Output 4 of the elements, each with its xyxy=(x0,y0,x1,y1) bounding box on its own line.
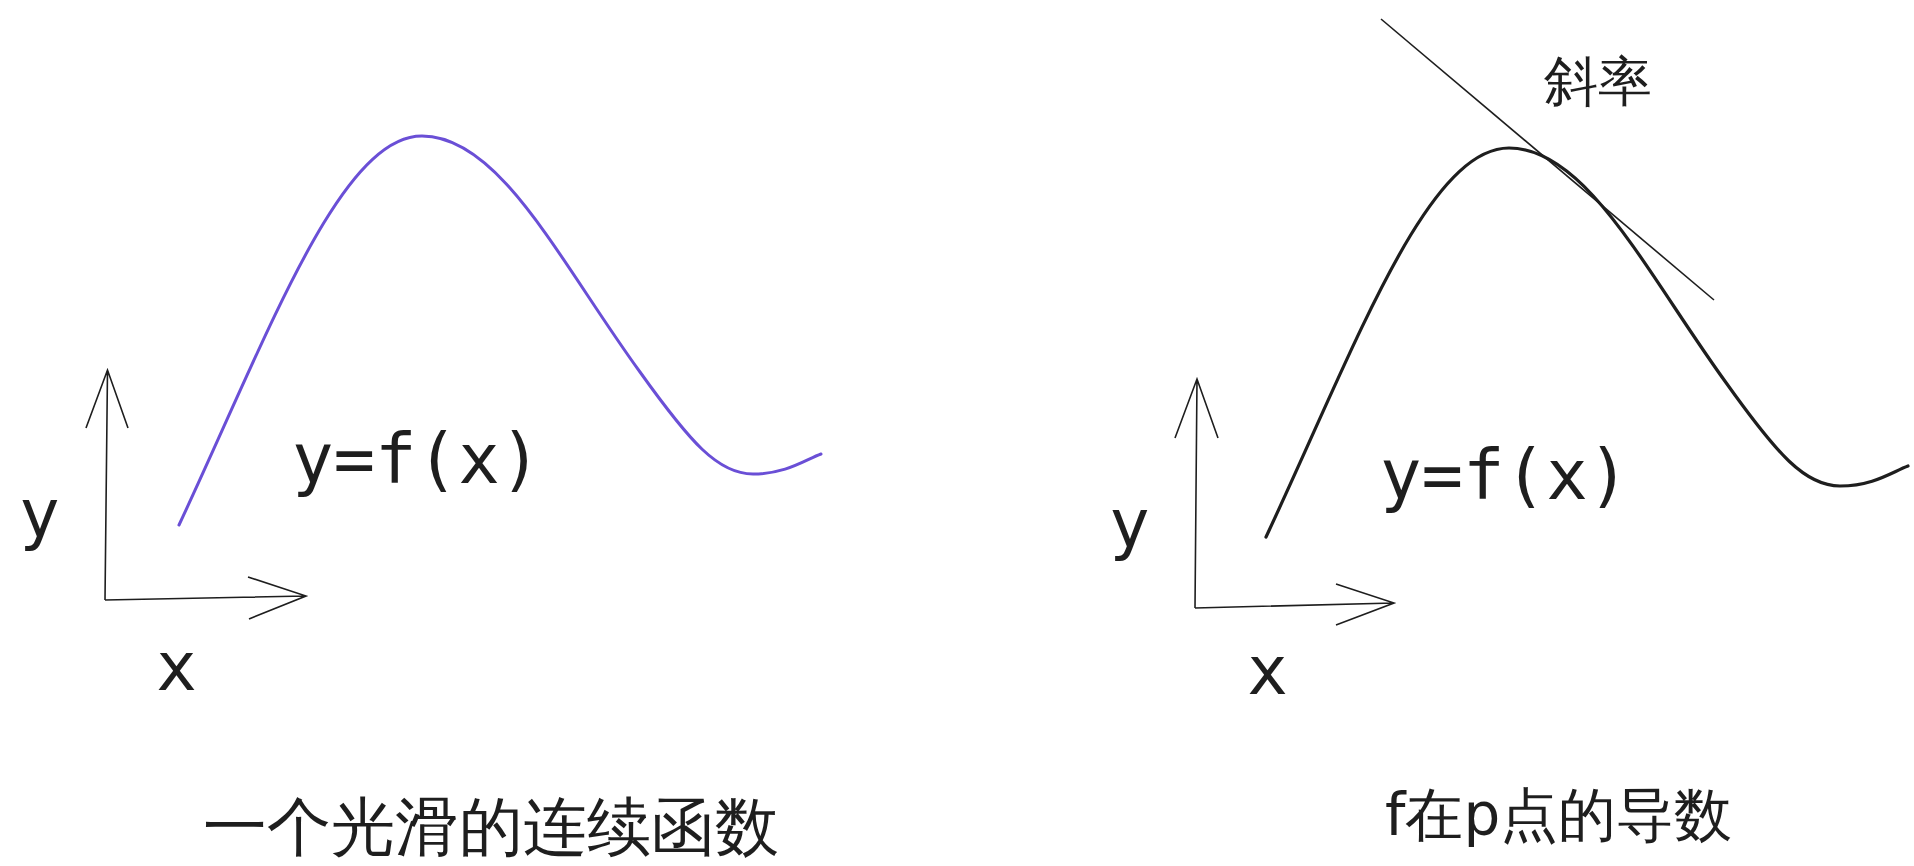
axis-label: x xyxy=(1247,637,1288,705)
axis-label: x xyxy=(156,633,197,701)
slope-label: 斜率 xyxy=(1544,55,1652,109)
caption: 一个光滑的连续函数 xyxy=(203,795,779,859)
